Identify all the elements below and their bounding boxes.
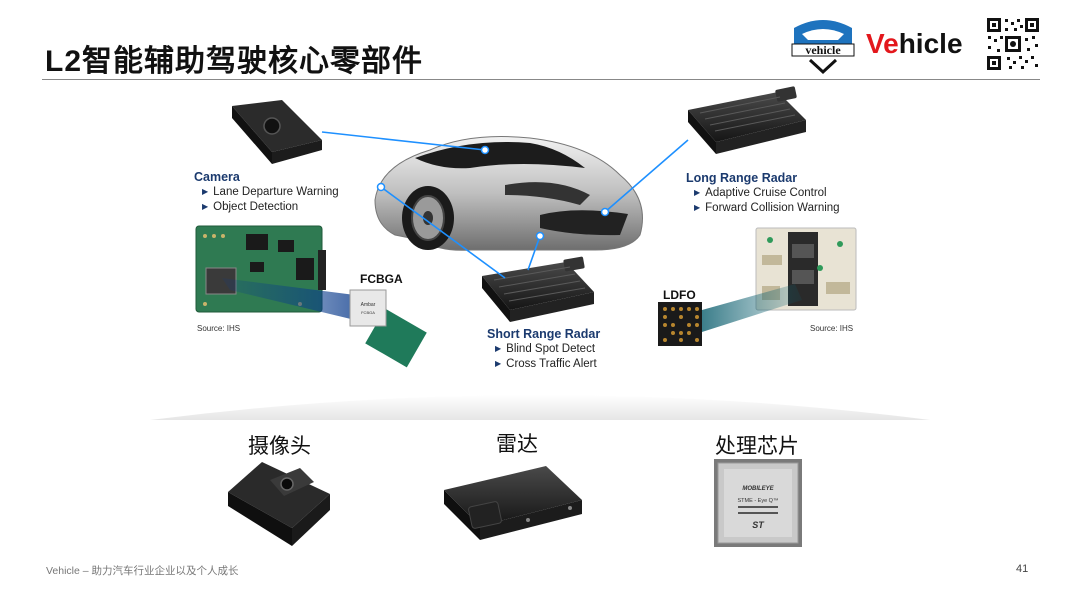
lrr-connector-line [604, 139, 689, 213]
chip-model-marking: STME - Eye Q™ [738, 498, 779, 504]
fcbga-label: FCBGA [360, 272, 403, 286]
vehicle-logo-badge: vehicle [791, 20, 855, 75]
camera-title: Camera [194, 170, 240, 184]
svg-text:FCBGA: FCBGA [361, 310, 375, 315]
bullet-triangle-icon: ▶ [202, 202, 209, 211]
category-chip-label: 处理芯片 [715, 435, 799, 458]
radar-product-image [444, 466, 582, 540]
srr-connector-line-left [380, 186, 506, 279]
camera-feature-1: ▶Lane Departure Warning [202, 186, 339, 198]
srr-feature-2: ▶Cross Traffic Alert [495, 358, 597, 370]
bullet-triangle-icon: ▶ [495, 344, 502, 353]
ldfo-chip-image [658, 302, 702, 346]
camera-source-note: Source: IHS [197, 324, 241, 333]
fcbga-chip-image: Ambar FCBGA [349, 289, 427, 368]
page-title: L2智能辅助驾驶核心零部件 [45, 45, 424, 78]
long-range-radar-image [688, 86, 806, 154]
logo-badge-text: vehicle [805, 43, 841, 57]
brand-wordmark: Vehicle [866, 28, 963, 60]
brand-suffix: hicle [898, 28, 963, 59]
ldfo-zoom-beam [702, 284, 802, 332]
title-divider [42, 79, 1040, 80]
svg-text:ST: ST [752, 520, 765, 530]
long-range-radar-title: Long Range Radar [686, 171, 798, 185]
category-radar-label: 雷达 [496, 433, 538, 456]
lrr-feature-2: ▶Forward Collision Warning [694, 202, 840, 214]
bullet-triangle-icon: ▶ [202, 187, 209, 196]
footer-tagline: Vehicle – 助力汽车行业企业以及个人成长 [46, 565, 239, 577]
ldfo-label: LDFO [663, 288, 696, 302]
short-range-radar-image [482, 256, 594, 322]
bullet-triangle-icon: ▶ [694, 188, 701, 197]
srr-feature-1: ▶Blind Spot Detect [495, 343, 596, 355]
camera-connector-line [321, 131, 486, 151]
processor-chip-image: MOBILEYE STME - Eye Q™ ST [714, 459, 802, 547]
camera-product-image [228, 462, 330, 546]
display-stage [150, 395, 930, 420]
lrr-feature-1: ▶Adaptive Cruise Control [694, 187, 827, 199]
srr-connector-line-center [527, 235, 541, 271]
category-camera-label: 摄像头 [248, 435, 311, 458]
camera-module-image [232, 100, 322, 164]
chip-brand-marking: MOBILEYE [742, 486, 774, 492]
car-image [374, 136, 643, 251]
page-number: 41 [1016, 563, 1029, 575]
bullet-triangle-icon: ▶ [495, 359, 502, 368]
fcbga-zoom-beam [222, 278, 355, 320]
camera-feature-2: ▶Object Detection [202, 201, 299, 213]
svg-text:Ambar: Ambar [361, 302, 376, 308]
lrr-source-note: Source: IHS [810, 324, 854, 333]
qr-code-icon [985, 16, 1041, 72]
bullet-triangle-icon: ▶ [694, 203, 701, 212]
brand-prefix: Ve [866, 28, 899, 59]
short-range-radar-title: Short Range Radar [487, 327, 601, 341]
